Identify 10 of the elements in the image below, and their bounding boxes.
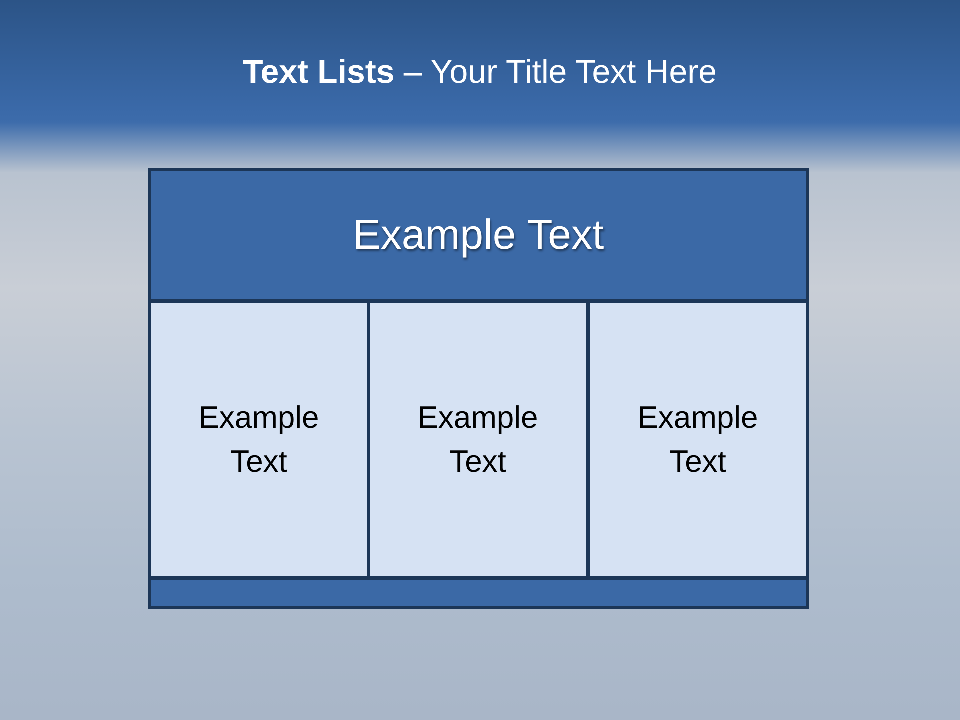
- text-panel: [587, 300, 809, 579]
- footer-bar: [148, 577, 809, 609]
- node-text: Example Text: [198, 399, 320, 480]
- node-text: Example Text: [352, 210, 604, 260]
- text-panel: [148, 300, 370, 579]
- header-band: [148, 168, 809, 302]
- node-text: Example Text: [416, 399, 540, 480]
- text-panel: [367, 300, 589, 579]
- slide-title: Text Lists – Your Title Text Here: [243, 52, 717, 92]
- node-text: Example Text: [636, 399, 760, 480]
